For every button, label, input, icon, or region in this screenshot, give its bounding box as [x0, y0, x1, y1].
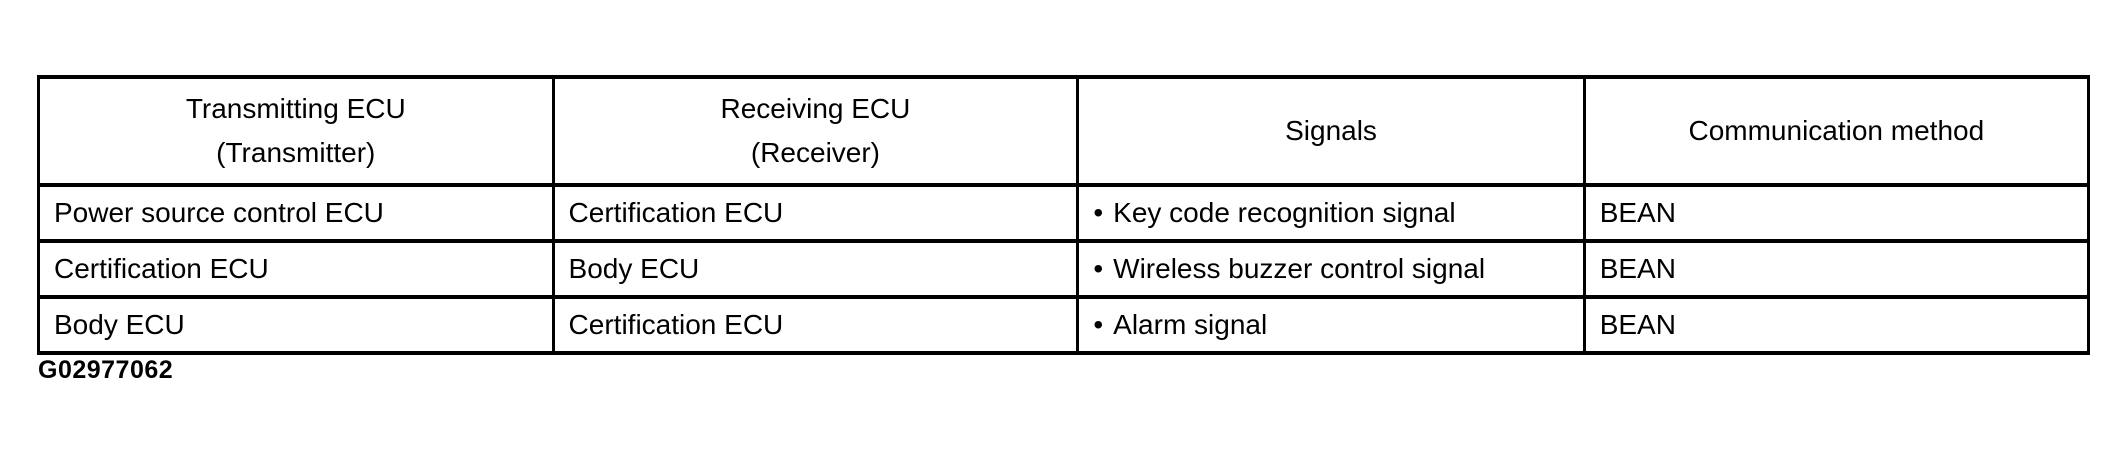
table-row: Power source control ECU Certification E… [37, 183, 2091, 243]
header-line-2: (Transmitter) [216, 137, 376, 168]
cell-communication-method: BEAN [1582, 295, 2091, 355]
cell-transmitting-ecu: Certification ECU [37, 239, 555, 299]
header-line-1: Communication method [1688, 115, 1985, 146]
cell-receiving-ecu: Body ECU [551, 239, 1080, 299]
col-header-signals: Signals [1076, 75, 1586, 187]
header-line-1: Signals [1285, 115, 1377, 146]
figure-id-label: G02977062 [38, 356, 174, 384]
signal-text: Wireless buzzer control signal [1113, 253, 1486, 284]
cell-receiving-ecu: Certification ECU [551, 183, 1080, 243]
bullet-icon: • [1093, 197, 1104, 228]
cell-communication-method: BEAN [1582, 239, 2091, 299]
table-row: Certification ECU Body ECU • Wireless buz… [37, 239, 2091, 299]
cell-transmitting-ecu: Body ECU [37, 295, 555, 355]
ecu-communication-table: Transmitting ECU (Transmitter) Receiving… [37, 75, 2091, 355]
cell-signals: • Wireless buzzer control signal [1076, 239, 1586, 299]
bullet-icon: • [1093, 253, 1104, 284]
col-header-transmitting-ecu: Transmitting ECU (Transmitter) [37, 75, 555, 187]
header-line-1: Receiving ECU [720, 93, 911, 124]
cell-receiving-ecu: Certification ECU [551, 295, 1080, 355]
cell-transmitting-ecu: Power source control ECU [37, 183, 555, 243]
cell-signals: • Key code recognition signal [1076, 183, 1586, 243]
header-row: Transmitting ECU (Transmitter) Receiving… [37, 75, 2091, 187]
col-header-receiving-ecu: Receiving ECU (Receiver) [551, 75, 1080, 187]
header-line-1: Transmitting ECU [185, 93, 406, 124]
signal-text: Alarm signal [1113, 309, 1268, 340]
col-header-communication-method: Communication method [1582, 75, 2091, 187]
table-row: Body ECU Certification ECU • Alarm signal… [37, 295, 2091, 355]
bullet-icon: • [1093, 309, 1104, 340]
cell-signals: • Alarm signal [1076, 295, 1586, 355]
cell-communication-method: BEAN [1582, 183, 2091, 243]
header-line-2: (Receiver) [750, 137, 881, 168]
signal-text: Key code recognition signal [1113, 197, 1456, 228]
ecu-communication-table-wrap: Transmitting ECU (Transmitter) Receiving… [37, 75, 2091, 355]
